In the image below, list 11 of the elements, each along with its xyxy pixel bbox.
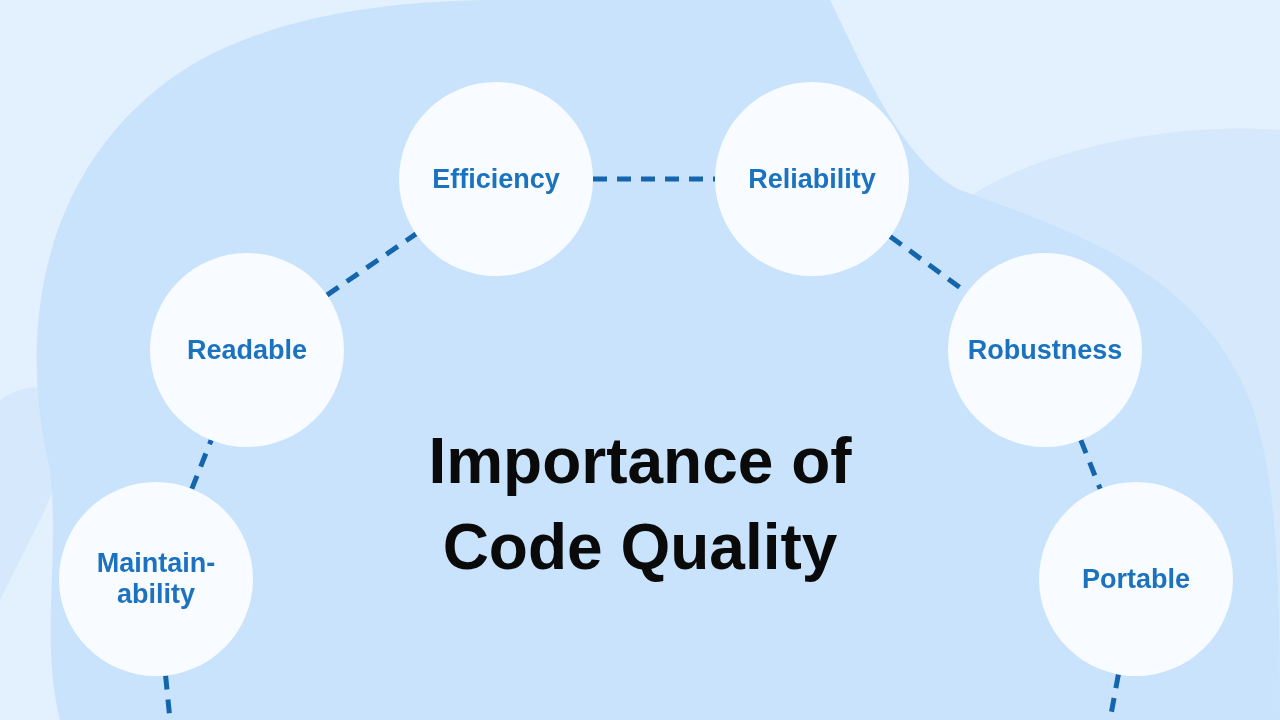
- quality-label: Portable: [1081, 563, 1191, 595]
- quality-label: Maintain- ability: [95, 548, 217, 610]
- dashed-connector: [189, 439, 214, 490]
- dashed-connector: [1078, 439, 1103, 490]
- quality-label: Efficiency: [431, 163, 561, 195]
- dashed-connector: [593, 176, 715, 182]
- diagram-title: Importance of Code Quality: [427, 424, 853, 585]
- quality-label: Reliability: [747, 163, 877, 195]
- quality-label: Robustness: [966, 334, 1124, 366]
- quality-label: Readable: [185, 334, 309, 366]
- dashed-connector: [325, 231, 418, 298]
